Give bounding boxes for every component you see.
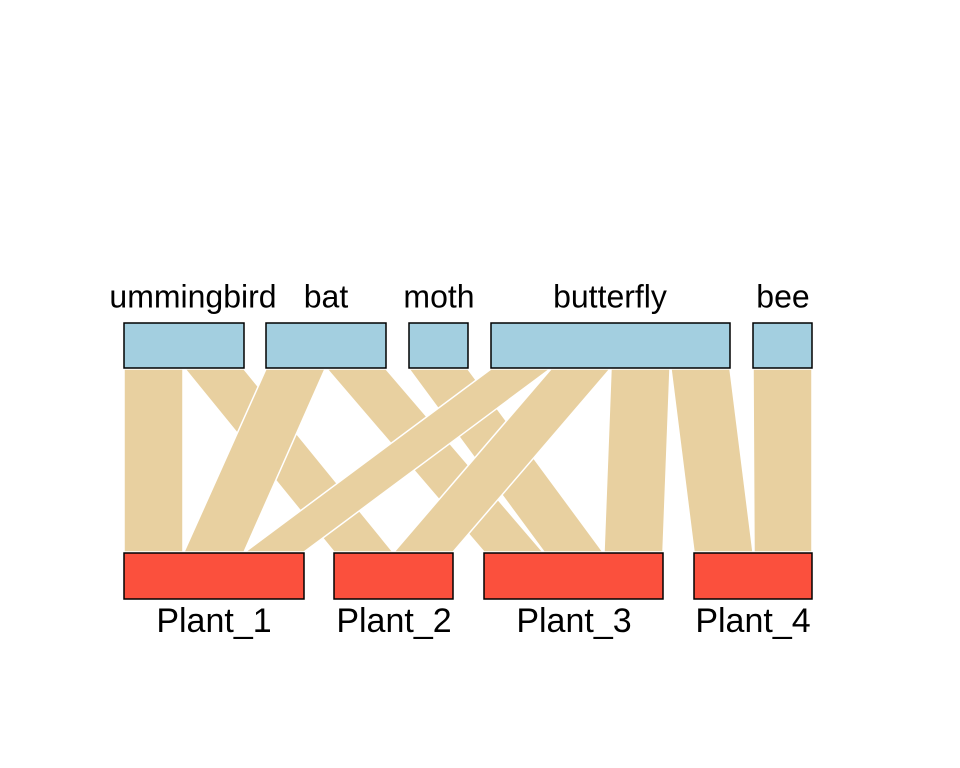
- link-butterfly-Plant_3: [603, 368, 671, 553]
- higher-node-bat: [265, 322, 387, 369]
- lower-node-Plant_4: [693, 552, 813, 600]
- higher-node-bee: [752, 322, 813, 369]
- higher-label-bee: bee: [756, 278, 809, 314]
- links-layer: [123, 368, 813, 553]
- lower-label-Plant_3: Plant_3: [516, 602, 631, 640]
- higher-node-hummingbird: [123, 322, 245, 369]
- higher-node-butterfly: [490, 322, 731, 369]
- lower-node-Plant_3: [483, 552, 664, 600]
- lower-label-Plant_2: Plant_2: [336, 602, 451, 640]
- link-bee-Plant_4: [752, 368, 813, 553]
- lower-node-Plant_2: [333, 552, 454, 600]
- link-hummingbird-Plant_1: [123, 368, 184, 553]
- higher-label-butterfly: butterfly: [553, 278, 667, 314]
- link-butterfly-Plant_1: [242, 368, 553, 553]
- lower-label-Plant_1: Plant_1: [156, 602, 271, 640]
- higher-label-bat: bat: [304, 278, 349, 314]
- higher-label-hummingbird: ummingbird: [109, 278, 276, 314]
- higher-node-moth: [408, 322, 469, 369]
- lower-node-Plant_1: [123, 552, 305, 600]
- lower-label-Plant_4: Plant_4: [695, 602, 810, 640]
- link-butterfly-Plant_2: [392, 368, 612, 553]
- link-butterfly-Plant_4: [670, 368, 754, 553]
- boxes-layer: [123, 322, 813, 600]
- higher-label-moth: moth: [403, 278, 474, 314]
